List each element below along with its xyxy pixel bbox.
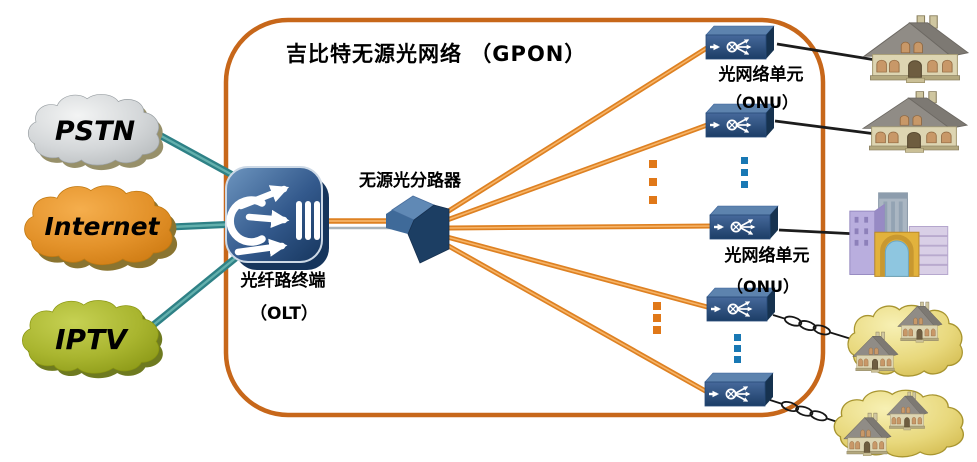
distribution-fibers — [442, 43, 717, 396]
iptv-cloud: IPTV — [22, 300, 163, 379]
homes-cloud-1 — [847, 301, 964, 377]
olt-abbr-label: （OLT） — [250, 303, 318, 324]
internet-label: Internet — [44, 212, 160, 241]
splitter-left-face — [386, 210, 414, 234]
drop-lines — [774, 42, 883, 236]
fiber-link-onu4 — [444, 234, 714, 311]
ellipsis-dots-blue-lower — [734, 334, 741, 363]
fiber-link-onu3 — [446, 223, 717, 231]
onu-device-1 — [706, 26, 774, 59]
drop-line-building — [778, 228, 859, 236]
pstn-cloud: PSTN — [27, 94, 164, 171]
splitter-label: 无源光分路器 — [358, 170, 462, 191]
onu-label-top: 光网络单元 — [718, 64, 804, 85]
splitter-front-face — [407, 204, 450, 264]
pstn-label: PSTN — [55, 116, 136, 147]
fiber-link-onu1 — [444, 43, 713, 215]
ellipsis-dots-blue-upper — [741, 157, 748, 188]
olt-device: 光纤路终端 （OLT） — [225, 166, 329, 324]
olt-icon-arrows — [226, 185, 320, 257]
homes-cloud-2 — [833, 389, 965, 458]
ellipsis-dots-orange-upper — [649, 160, 657, 204]
ellipsis-dots-orange-lower — [653, 302, 661, 334]
fiber-link-onu5 — [442, 241, 712, 396]
splitter-device: 无源光分路器 — [358, 170, 462, 264]
drop-line-house-1 — [776, 42, 883, 63]
onu-device-3 — [710, 206, 778, 239]
drop-line-house-2 — [774, 119, 877, 136]
house-1 — [863, 15, 969, 84]
diagram-title: 吉比特无源光网络 （GPON） — [286, 42, 586, 66]
backbone-link-iptv — [142, 252, 242, 335]
onu-label-mid: 光网络单元 — [724, 245, 810, 266]
office-building — [850, 193, 948, 277]
iptv-label: IPTV — [55, 323, 129, 356]
house-2 — [862, 91, 968, 153]
onu-abbr-top: （ONU） — [726, 93, 798, 112]
chain-drop-1 — [772, 314, 852, 340]
fiber-link-onu2 — [444, 121, 713, 223]
onu-abbr-mid: （ONU） — [727, 277, 799, 296]
olt-label: 光纤路终端 — [240, 270, 326, 291]
internet-cloud: Internet — [24, 185, 178, 271]
onu-device-5 — [705, 373, 773, 406]
